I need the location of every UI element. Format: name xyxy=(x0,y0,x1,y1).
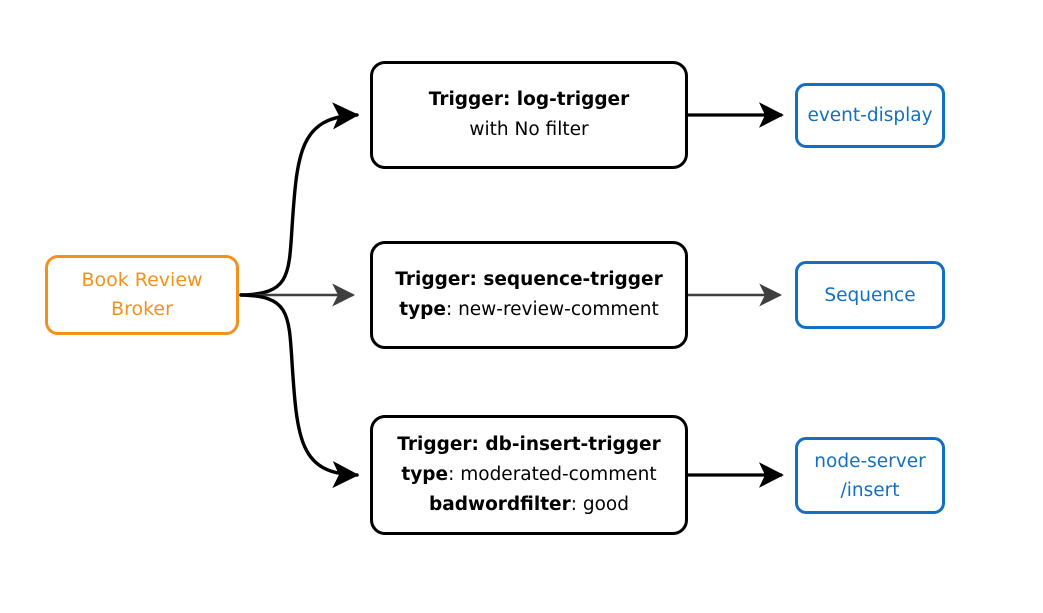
edge-broker-to-log-trigger xyxy=(239,102,360,297)
trigger-db-title: Trigger: db-insert-trigger xyxy=(397,434,661,455)
broker-label-line-2: Broker xyxy=(111,298,173,320)
trigger-log-title: Trigger: log-trigger xyxy=(428,89,630,110)
trigger-db-detail-filter-value: : good xyxy=(570,494,629,515)
broker-label-line-1: Book Review xyxy=(81,269,203,291)
trigger-db-detail-type-key: type xyxy=(401,464,449,485)
node-book-review-broker[interactable]: Book Review Broker xyxy=(45,255,239,335)
node-sink-sequence[interactable]: Sequence xyxy=(795,261,945,329)
sink-sequence-label: Sequence xyxy=(824,284,916,306)
sink-event-display-label: event-display xyxy=(807,105,933,126)
node-trigger-sequence-trigger[interactable]: Trigger: sequence-trigger type: new-revi… xyxy=(370,241,688,349)
trigger-sequence-detail-value: : new-review-comment xyxy=(445,299,659,320)
trigger-db-detail-filter-key: badwordfilter xyxy=(429,494,571,515)
sink-node-server-label-line-2: /insert xyxy=(840,479,900,501)
node-trigger-log-trigger[interactable]: Trigger: log-trigger with No filter xyxy=(370,61,688,169)
trigger-db-detail-filter: badwordfilter: good xyxy=(429,490,629,520)
trigger-sequence-detail-key: type xyxy=(399,299,446,320)
node-sink-node-server-insert[interactable]: node-server /insert xyxy=(795,437,945,514)
sink-node-server-label-line-1: node-server xyxy=(814,450,926,472)
trigger-db-detail-type: type: moderated-comment xyxy=(401,460,656,490)
trigger-db-detail-type-value: : moderated-comment xyxy=(448,464,657,485)
node-trigger-db-insert-trigger[interactable]: Trigger: db-insert-trigger type: moderat… xyxy=(370,415,688,535)
trigger-sequence-detail: type: new-review-comment xyxy=(399,295,658,325)
node-sink-event-display[interactable]: event-display xyxy=(795,83,945,148)
edge-broker-to-db-insert-trigger xyxy=(239,293,360,489)
trigger-log-detail: with No filter xyxy=(469,115,588,145)
trigger-sequence-title: Trigger: sequence-trigger xyxy=(395,269,663,290)
trigger-log-detail-value: with No filter xyxy=(469,119,589,140)
